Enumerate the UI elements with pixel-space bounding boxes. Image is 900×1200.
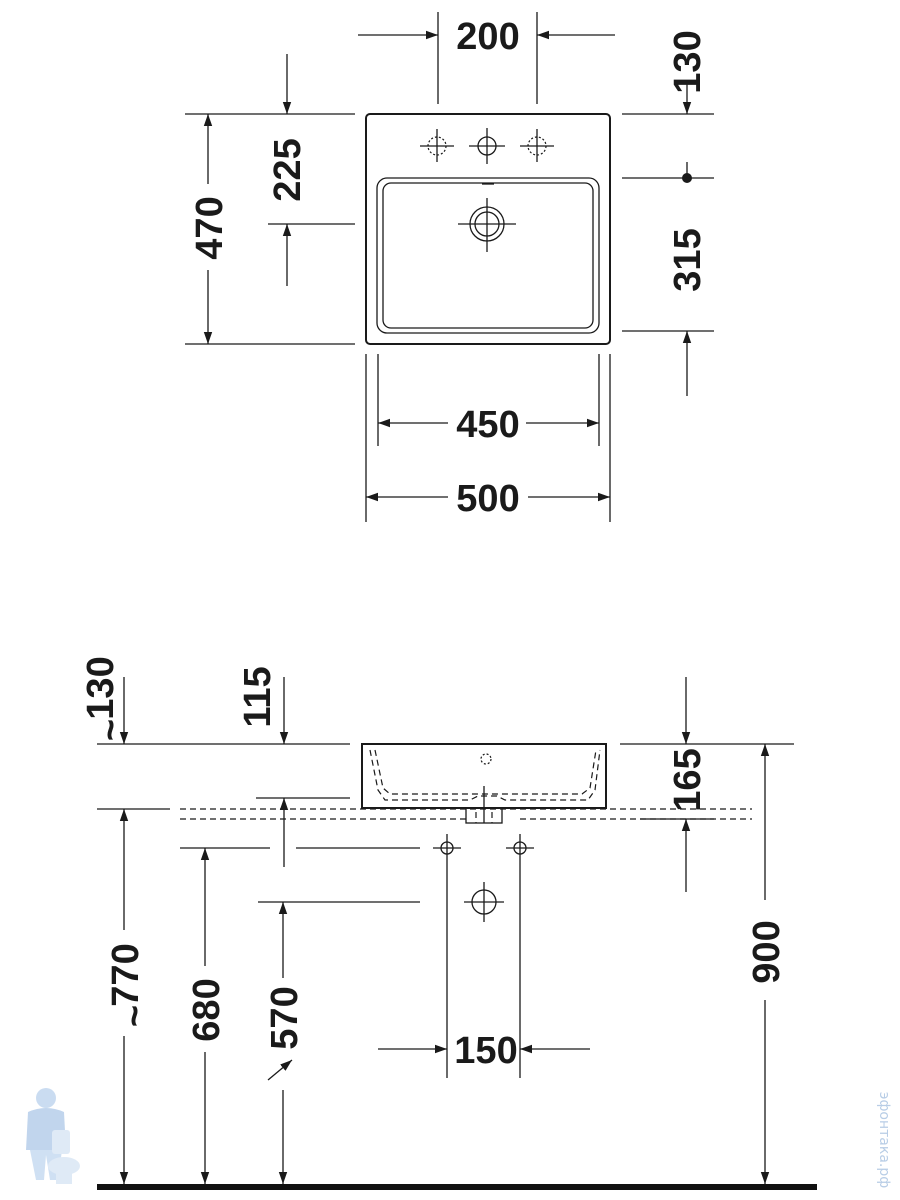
side-view: 130 ~ 115 165 900 770 ~ 680 570 150 [80,656,817,1190]
dim-500-label: 500 [456,478,519,520]
dim-770-label: 770 [105,943,147,1006]
basin-bowl-inner [382,182,594,329]
dim-165-label: 165 [667,748,709,811]
dim-130-label: 130 [667,30,709,93]
top-view: 200 130 470 225 315 450 500 [185,12,714,522]
drain-icon [458,198,516,252]
basin-bowl-outline [376,177,600,334]
supply-hole-left-icon [433,834,461,862]
tap-hole-right-icon [520,129,554,162]
dim-570-pointer-icon [267,1059,293,1081]
dim-200-label: 200 [456,16,519,58]
dim-225-label: 225 [267,138,309,201]
dim-450-label: 450 [456,404,519,446]
dim-115-label: 115 [237,666,279,727]
basin-outer-outline [365,113,611,345]
plumber-mascot-logo [26,1088,80,1184]
dim-570-label: 570 [264,986,306,1049]
dim-770-prefix: ~ [114,1005,156,1027]
dim-side-130-label: 130 [80,656,122,719]
dim-680-label: 680 [186,978,228,1041]
dim-900-label: 900 [746,920,788,983]
supply-hole-right-icon [506,834,534,862]
tap-hole-center-icon [469,128,505,164]
dim-470-label: 470 [189,196,231,259]
waste-outlet-icon [464,882,504,922]
dim-150-label: 150 [454,1030,517,1072]
basin-side-outline [361,743,607,809]
tap-hole-left-icon [420,129,454,162]
dim-315-label: 315 [667,228,709,291]
dim-side-130-prefix: ~ [90,719,132,741]
watermark-text: эфонтака.рф [876,1092,892,1188]
overflow-hole-icon [480,753,492,765]
